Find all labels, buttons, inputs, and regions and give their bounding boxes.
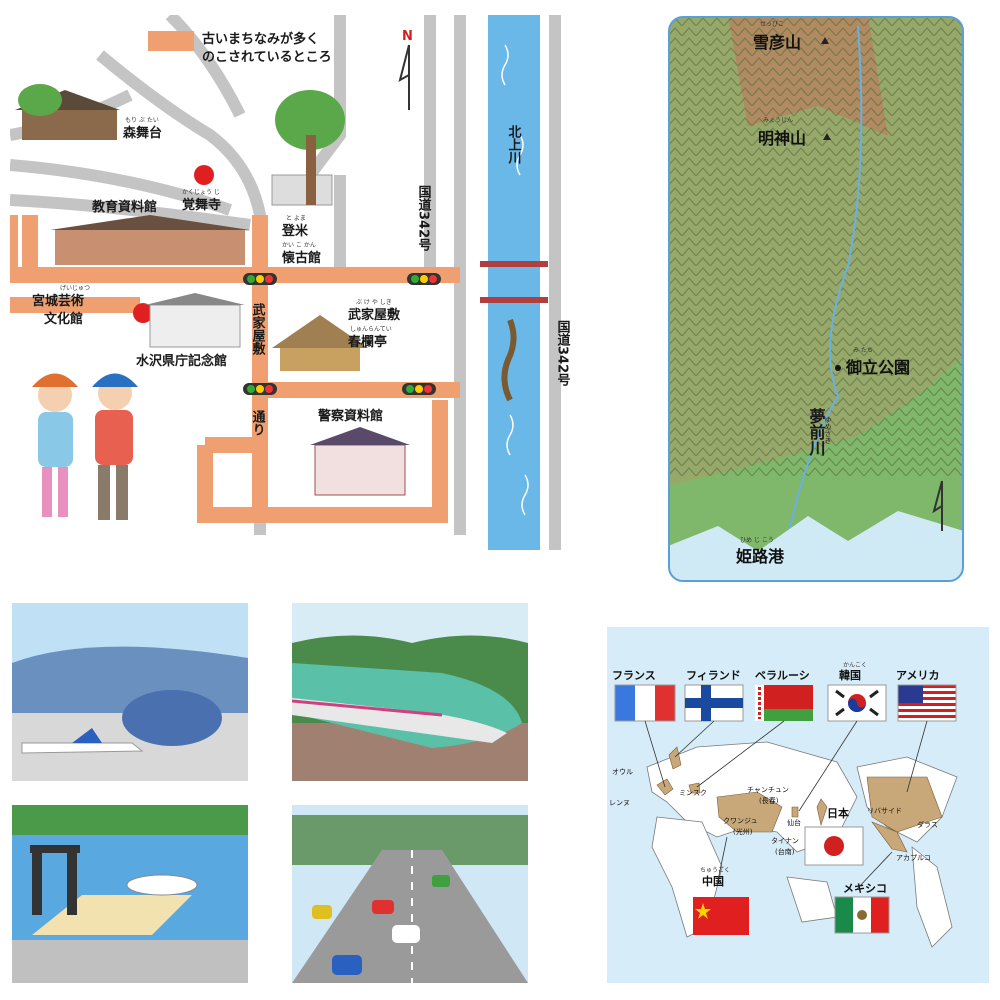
building-kyoiku-shiryokan bbox=[50, 215, 250, 265]
photo-airport bbox=[12, 603, 248, 781]
label-himeji-port: 姫路港 bbox=[736, 547, 785, 566]
city-changchun-kanji: (長春) bbox=[759, 796, 779, 805]
label-kenchokinenkan: 水沢県庁記念館 bbox=[136, 353, 227, 369]
north-arrow-icon bbox=[932, 480, 943, 531]
bridges bbox=[480, 261, 548, 303]
leader-lines-bottom bbox=[716, 836, 893, 890]
city-changchun: チャンチュン bbox=[747, 786, 789, 794]
north-label: N bbox=[402, 29, 413, 44]
label-bunkakan: 文化館 bbox=[44, 311, 83, 327]
terrain-map: せっぴこ 雪彦山 みょうじん 明神山 み たち 御立公園 夢前川 ゆめさき ひめ… bbox=[668, 16, 964, 582]
north-arrow-icon bbox=[398, 44, 410, 110]
label-china: 中国 bbox=[702, 874, 724, 888]
town-map: 古いまちなみが多く のこされているところ N 北上川 国道342号 国道342号… bbox=[10, 15, 571, 550]
label-shunrantei: 春欄亭 bbox=[347, 334, 387, 350]
highlight-countries bbox=[656, 746, 943, 853]
route-label-left: 国道342号 bbox=[416, 185, 432, 253]
photo-highway bbox=[292, 805, 528, 983]
river-label: 北上川 bbox=[506, 125, 523, 164]
label-korea: 韓国 bbox=[839, 668, 861, 682]
flag-china bbox=[693, 897, 749, 935]
city-gwangju-kanji: (光州) bbox=[733, 827, 753, 836]
flag-finland bbox=[684, 684, 744, 722]
peak1-icon bbox=[821, 37, 829, 44]
building-kenchokinenkan bbox=[145, 293, 245, 348]
city-gwangju: クワンジュ bbox=[723, 817, 758, 825]
peak2-icon bbox=[823, 133, 831, 140]
city-tainan-kanji: (台南) bbox=[775, 847, 795, 856]
label-kyoiku-shiryokan: 教育資料館 bbox=[91, 199, 157, 215]
ruby-himeji: ひめ じ こう bbox=[740, 537, 774, 544]
city-riverside: リバサイド bbox=[867, 807, 902, 815]
street-label-bukeyashiki: 武家屋敷 bbox=[250, 302, 266, 356]
world-map: フランス フィランド ベラルーシ かんこく 韓国 アメリカ オウル レンヌ ミン… bbox=[607, 627, 989, 983]
label-seppiko: 雪彦山 bbox=[753, 33, 801, 52]
city-acapulco: アカプルコ bbox=[896, 854, 931, 862]
label-japan: 日本 bbox=[827, 806, 849, 820]
leader-lines bbox=[644, 720, 928, 812]
label-toyoma: 登米 bbox=[281, 223, 309, 239]
ruby-yumesaki: ゆめさき bbox=[824, 416, 832, 444]
flag-usa bbox=[897, 684, 957, 722]
flag-korea bbox=[827, 684, 887, 722]
children-illustration bbox=[32, 373, 138, 520]
label-keisatsu-shiryokan: 警察資料館 bbox=[318, 408, 383, 424]
ruby-kakujoji: かくじょう じ bbox=[182, 189, 220, 196]
legend-swatch bbox=[148, 31, 194, 51]
terrain-frame bbox=[668, 16, 964, 582]
city-minsk: ミンスク bbox=[679, 789, 707, 797]
ruby-bukeyashiki: ぶ け や しき bbox=[356, 298, 392, 306]
city-oulu: オウル bbox=[612, 768, 633, 776]
ruby-korea: かんこく bbox=[843, 662, 867, 669]
building-keisatsu-shiryokan bbox=[310, 427, 410, 496]
label-belarus: ベラルーシ bbox=[755, 669, 810, 682]
city-rennes: レンヌ bbox=[609, 799, 630, 807]
ruby-china: ちゅうごく bbox=[700, 866, 730, 874]
ruby-mitachi: み たち bbox=[853, 347, 873, 354]
label-myojin: 明神山 bbox=[758, 129, 806, 148]
fish-illustration bbox=[501, 318, 517, 402]
kitakami-river bbox=[488, 15, 540, 550]
city-dallas: ダラス bbox=[917, 820, 938, 829]
label-france: フランス bbox=[612, 669, 656, 682]
traffic-lights bbox=[243, 273, 441, 395]
geijutsu-marker bbox=[133, 303, 153, 323]
flag-belarus bbox=[755, 685, 813, 721]
photo-port bbox=[12, 805, 248, 983]
street-label-dori: 通り bbox=[250, 409, 266, 436]
ruby-shunrantei: しゅんらんてい bbox=[350, 326, 392, 333]
kakujoji-marker bbox=[194, 165, 214, 185]
flag-france bbox=[614, 684, 676, 722]
legend-text-line2: のこされているところ bbox=[202, 50, 332, 65]
park-dot bbox=[835, 365, 841, 371]
city-tainan: タイナン bbox=[771, 836, 799, 845]
flag-mexico bbox=[834, 896, 890, 934]
label-mexico: メキシコ bbox=[843, 882, 887, 895]
label-geijutsu: 宮城芸術 bbox=[32, 293, 84, 309]
ruby-moributai: もり ぶ たい bbox=[125, 117, 159, 124]
ruby-toyoma: と よま bbox=[286, 215, 306, 222]
ruby-seppiko: せっぴこ bbox=[760, 21, 784, 28]
flag-japan bbox=[804, 826, 864, 866]
sea bbox=[669, 511, 963, 581]
building-moributai bbox=[15, 84, 120, 140]
label-bukeyashiki: 武家屋敷 bbox=[348, 307, 401, 323]
label-usa: アメリカ bbox=[896, 669, 939, 682]
ruby-geijutsu: げいじゅつ bbox=[60, 284, 90, 292]
photo-shinkansen bbox=[292, 603, 528, 781]
label-kaikokan: 懐古館 bbox=[282, 250, 321, 266]
route-label-right: 国道342号 bbox=[555, 320, 571, 388]
label-kakujoji: 覚舞寺 bbox=[181, 197, 221, 213]
label-yumesaki: 夢前川 bbox=[807, 407, 827, 457]
ruby-myojin: みょうじん bbox=[763, 117, 793, 124]
building-shunrantei bbox=[272, 315, 368, 371]
ruby-kaikokan: かい こ かん bbox=[282, 242, 316, 249]
building-kaikokan bbox=[271, 90, 345, 206]
yumesaki-river bbox=[787, 25, 863, 537]
label-finland: フィランド bbox=[686, 669, 741, 682]
label-moributai: 森舞台 bbox=[123, 125, 162, 141]
legend-text-line1: 古いまちなみが多く bbox=[202, 31, 319, 47]
label-park: 御立公園 bbox=[845, 358, 910, 377]
city-sendai: 仙台 bbox=[787, 818, 801, 827]
